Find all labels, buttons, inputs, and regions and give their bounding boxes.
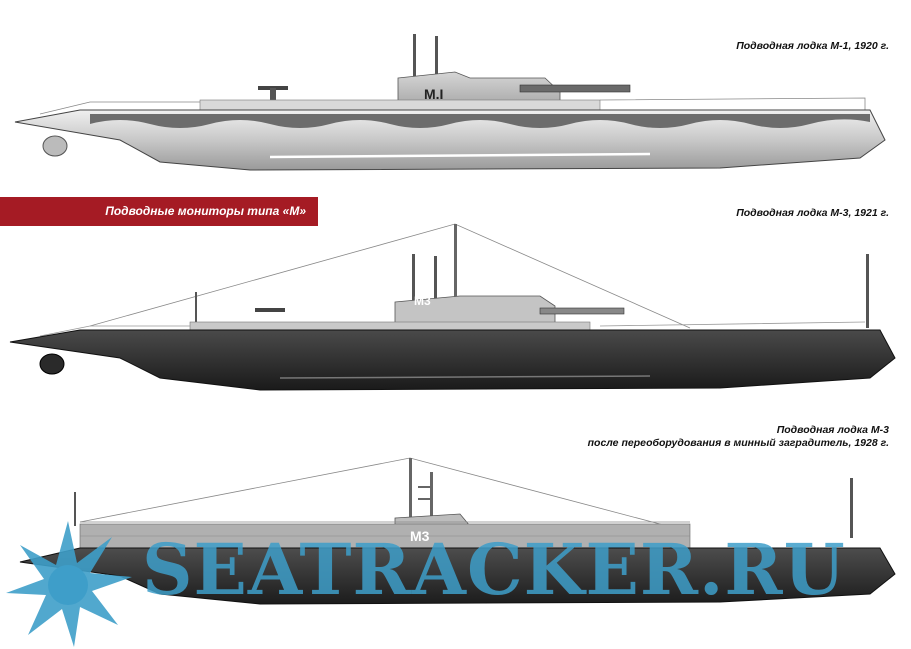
m3-hull-marking: M3 [414,294,431,308]
m3-refit-hull-marking: M3 [410,528,430,544]
caption-m3-refit-line1: Подводная лодка М-3 [776,424,889,436]
m1-periscope-2 [435,36,438,76]
watermark-text: SEATRACKER.RU [142,528,846,611]
m3-hull [9,329,896,391]
caption-m1: Подводная лодка М-1, 1920 г. [736,40,889,52]
submarine-m1-drawing: M.I [14,34,886,171]
banner-title: Подводные мониторы типа «М» [105,204,306,218]
m1-main-gun [519,84,631,93]
section-banner: Подводные мониторы типа «М» [0,197,318,226]
m1-railing [39,97,866,115]
caption-m3-refit-line2: после переоборудования в минный заградит… [587,437,889,449]
m1-camo-band [90,114,870,128]
m3-refit-antenna-wires [79,457,691,533]
m3-railing [39,321,866,337]
m3-refit-mast [409,458,412,518]
m3-refit-hull [19,547,896,605]
m1-periscope-1 [413,34,416,76]
m3-propeller [39,353,65,375]
m1-superstructure [199,99,601,111]
caption-m3-refit: Подводная лодка М-3 после переоборудован… [588,424,889,450]
m1-propeller [42,135,68,157]
m3-deck-gun [255,308,285,312]
caption-m3: Подводная лодка М-3, 1921 г. [736,207,889,219]
m3-mast [454,224,457,298]
submarine-m3-refit-drawing: M3 [19,457,896,605]
m1-hull-marking: M.I [424,86,443,102]
m3-superstructure [189,321,591,331]
m3-main-gun [539,307,625,315]
submarine-m3-drawing: M3 [9,223,896,391]
